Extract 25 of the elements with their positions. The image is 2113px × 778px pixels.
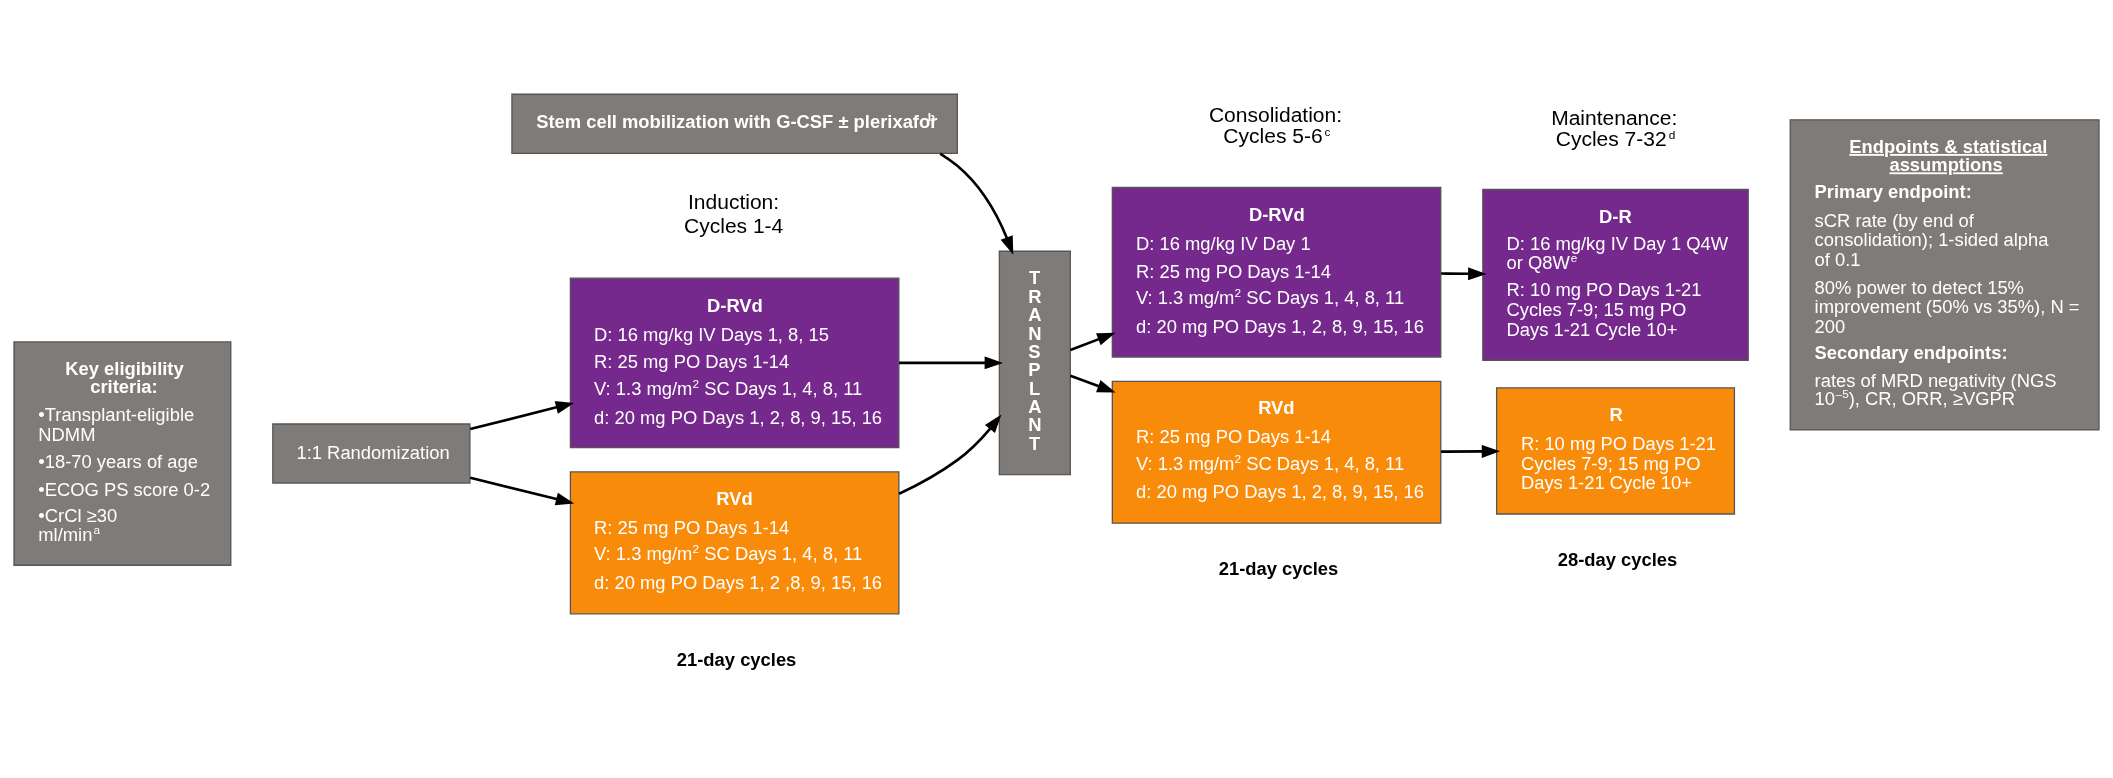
label: Induction: Cycles 1-4 <box>684 189 784 237</box>
node-box: RVd R: 25 mg PO Days 1-14 V: 1.3 mg/m$^{2}$ SC Days 1, 4, 8, 11 d: 20 mg PO Days 1, 2, 8, 9, 15, 16 <box>1111 380 1442 524</box>
node-box: TRANSPLANT <box>998 250 1071 475</box>
label: 21-day cycles <box>676 648 797 670</box>
arrow <box>469 400 575 430</box>
arrow <box>1069 332 1116 351</box>
arrow <box>939 151 1014 255</box>
arrow <box>469 475 575 505</box>
arrow <box>1441 266 1487 280</box>
node-box: 1:1 Randomization <box>272 422 471 484</box>
node-box: Key eligibility criteria: •Transplant-eligible NDMM •18-70 years of age •ECOG PS score 0-2 •CrCl ≥30 ml/min$^{a}$ <box>13 340 232 566</box>
node-box: D-RVd D: 16 mg/kg IV Days 1, 8, 15 R: 25 mg PO Days 1-14 V: 1.3 mg/m$^{2}$ SC Days 1, 4, 8, 11 d: 20 mg PO Days 1, 2, 8, 9, 15, 16 <box>569 277 900 448</box>
label: 28-day cycles <box>1557 548 1678 570</box>
node-box: D-RVd D: 16 mg/kg IV Day 1 R: 25 mg PO Days 1-14 V: 1.3 mg/m$^{2}$ SC Days 1, 4, 8, 11 d: 20 mg PO Days 1, 2, 8, 9, 15, 16 <box>1111 186 1442 358</box>
arrow <box>1069 373 1116 393</box>
label: Maintenance: Cycles 7-32$^{d}$ <box>1551 105 1678 150</box>
label: 21-day cycles <box>1218 557 1339 579</box>
node-box: D-R D: 16 mg/kg IV Day 1 Q4W or Q8W$^{e}$ R: 10 mg PO Days 1-21 Cycles 7-9; 15 mg PO Days 1-21 Cycle 10+ <box>1482 188 1749 361</box>
label: Consolidation: Cycles 5-6$^{c}$ <box>1208 102 1343 147</box>
node-box: RVd R: 25 mg PO Days 1-14 V: 1.3 mg/m$^{2}$ SC Days 1, 4, 8, 11 d: 20 mg PO Days 1, 2 ,8, 9, 15, 16 <box>569 470 900 614</box>
arrow <box>898 414 1002 495</box>
node-box: Endpoints & statistical assumptions Primary endpoint: sCR rate (by end of consolidation); 1-sided alpha of 0.1 80% power to detect 15% improvement (50% vs 35%), N = 200 Secondary endpoints: rates of MRD negativity (NGS 10$^{–5}$), CR, ORR, ≥VGPR <box>1789 118 2100 431</box>
arrow <box>1441 444 1501 458</box>
arrow <box>899 355 1004 369</box>
node-box: R R: 10 mg PO Days 1-21 Cycles 7-9; 15 mg PO Days 1-21 Cycle 10+ <box>1495 386 1736 515</box>
